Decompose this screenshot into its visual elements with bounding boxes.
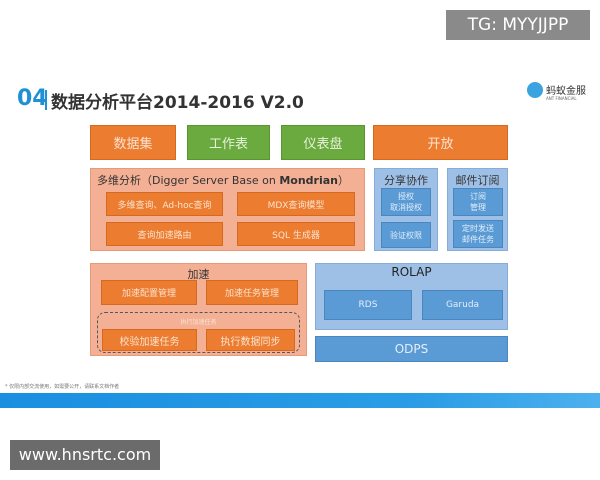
garuda-block: Garuda xyxy=(422,290,503,320)
accel-group-item: 校验加速任务 xyxy=(102,329,197,351)
share-title: 分享协作 xyxy=(384,174,428,187)
page-title: 数据分析平台2014-2016 V2.0 xyxy=(51,93,304,113)
mail-title: 邮件订阅 xyxy=(455,174,500,187)
accel-title: 加速 xyxy=(187,268,210,281)
rolap-title: ROLAP xyxy=(391,265,432,279)
dataset-block: 数据集 xyxy=(90,125,176,160)
slide-number: 04 xyxy=(17,86,48,111)
multidim-item: SQL 生成器 xyxy=(237,222,355,246)
multidim-item: 查询加速路由 xyxy=(106,222,223,246)
accel-group-label: 执行加速任务 xyxy=(180,319,217,326)
footnote: * 仅限内部交流使用，如需要公开，请联系文档作者 xyxy=(5,384,120,390)
accel-group-item: 执行数据同步 xyxy=(206,329,295,351)
odps-block: ODPS xyxy=(315,336,508,362)
tg-watermark: TG: MYYJJPP xyxy=(446,10,590,40)
mail-item: 定时发送 邮件任务 xyxy=(453,220,503,248)
accel-item: 加速任务管理 xyxy=(206,280,298,305)
multidim-item: 多维查询、Ad-hoc查询 xyxy=(106,192,223,216)
logo-subtext: ANT FINANCIAL xyxy=(546,96,577,101)
mail-item: 订阅 管理 xyxy=(453,188,503,216)
open-block: 开放 xyxy=(373,125,508,160)
worksheet-block: 工作表 xyxy=(187,125,270,160)
multidim-title: 多维分析（Digger Server Base on Mondrian） xyxy=(97,174,349,187)
title-divider xyxy=(45,90,47,110)
multidim-item: MDX查询模型 xyxy=(237,192,355,216)
footer-bar xyxy=(0,393,600,408)
accel-item: 加速配置管理 xyxy=(101,280,197,305)
dashboard-block: 仪表盘 xyxy=(281,125,365,160)
accel-task-group xyxy=(97,312,300,353)
share-item: 验证权限 xyxy=(381,222,431,248)
rds-block: RDS xyxy=(324,290,412,320)
share-item: 授权 取消授权 xyxy=(381,188,431,216)
ant-logo-icon xyxy=(527,82,543,98)
logo-text: 蚂蚁金服 xyxy=(546,86,586,97)
site-watermark: www.hnsrtc.com xyxy=(10,440,160,470)
